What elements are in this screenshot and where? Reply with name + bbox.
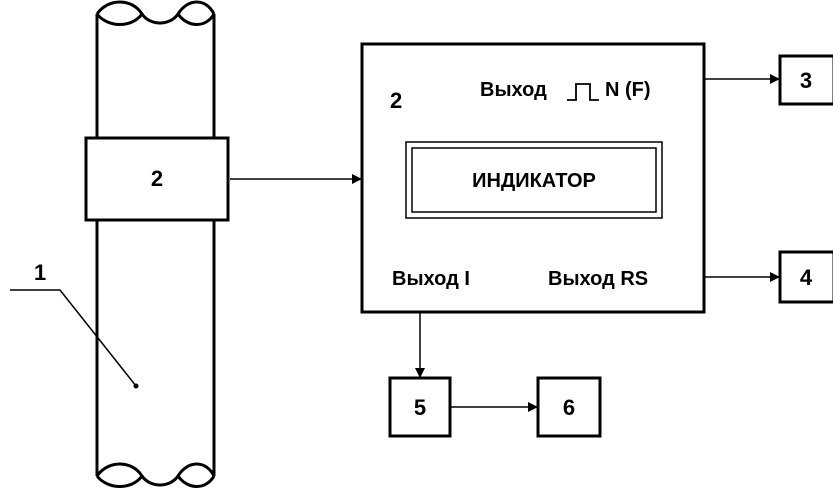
block-4-label: 4 — [800, 265, 813, 290]
rs-output-label: Выход RS — [548, 268, 648, 290]
current-output-label: Выход I — [392, 268, 470, 290]
block-4 — [778, 250, 833, 304]
block-5 — [388, 376, 452, 438]
pipe-top-break — [95, 0, 216, 25]
pipe-label: 1 — [34, 260, 46, 285]
pipe — [95, 0, 216, 488]
pulse-output-suffix: N (F) — [605, 79, 651, 101]
indicator-label: ИНДИКАТОР — [472, 170, 596, 192]
block-6-label: 6 — [563, 395, 575, 420]
converter-label: 2 — [390, 88, 402, 113]
pulse-icon — [567, 83, 599, 101]
sensor-box — [84, 136, 230, 222]
block-3 — [778, 54, 833, 106]
block-5-label: 5 — [414, 395, 426, 420]
block-3-label: 3 — [800, 68, 812, 93]
pulse-output-label: Выход — [480, 79, 547, 101]
indicator-inner-frame — [411, 147, 657, 213]
block-6 — [536, 376, 602, 438]
pipe-leader — [10, 289, 139, 389]
pipe-bottom-break — [95, 462, 216, 487]
sensor-label: 2 — [151, 166, 163, 191]
